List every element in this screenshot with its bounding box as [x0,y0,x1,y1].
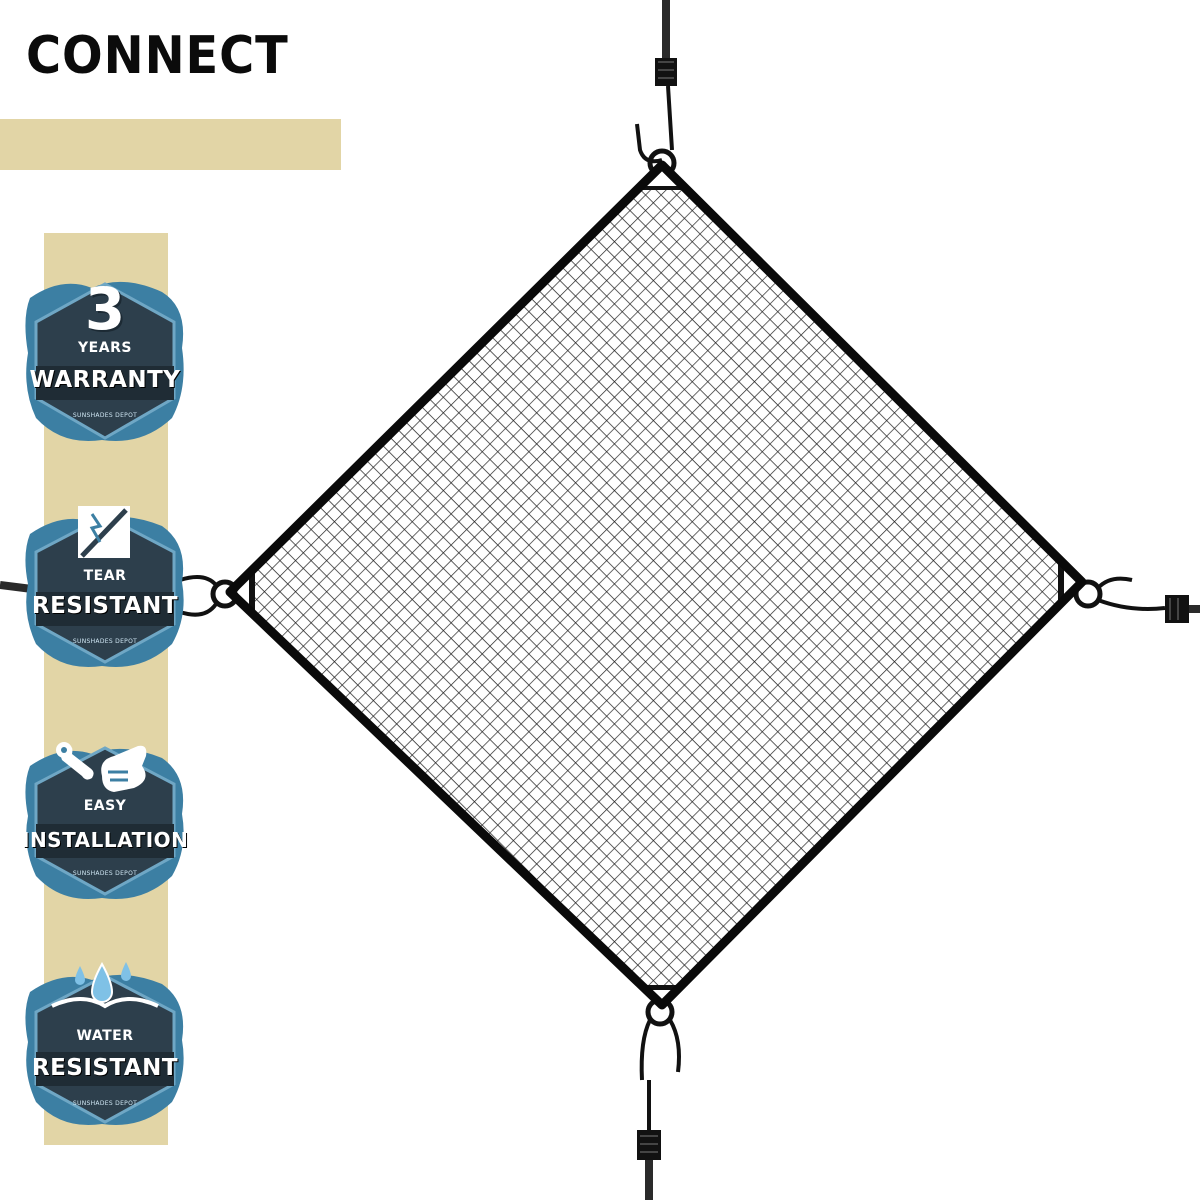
badge-small-label: TEAR [83,568,127,584]
accent-bar [0,119,341,170]
bottom-bungee-hook [637,997,681,1200]
tear-resistant-badge: TEAR RESISTANT SUNSHADES DEPOT [22,504,188,674]
water-drops-icon [51,962,159,1009]
badge-brand: SUNSHADES DEPOT [72,1100,138,1107]
badge-main-label: RESISTANT [31,1055,179,1081]
shade-sail-mesh [225,160,1087,1010]
torn-fabric-icon [78,506,130,558]
badge-main-label: INSTALLATION [22,828,189,852]
number-3-icon: 3 [84,275,126,343]
right-bungee-hook [1073,576,1200,623]
water-resistant-badge: WATER RESISTANT SUNSHADES DEPOT [22,962,188,1132]
badge-main-label: RESISTANT [31,593,179,619]
badge-brand: SUNSHADES DEPOT [72,870,138,877]
badge-small-label: YEARS [78,340,132,356]
badge-main-label: WARRANTY [29,367,181,393]
badge-brand: SUNSHADES DEPOT [72,638,138,645]
warranty-badge: 3 YEARS WARRANTY SUNSHADES DEPOT [22,278,188,448]
badge-brand: SUNSHADES DEPOT [72,412,138,419]
easy-installation-badge: EASY INSTALLATION SUNSHADES DEPOT [22,736,188,906]
badge-small-label: EASY [83,798,127,814]
wrench-hand-icon [56,742,147,792]
badge-small-label: WATER [76,1028,134,1044]
top-bungee-hook [635,0,677,178]
page-title: CONNECT [26,26,289,86]
